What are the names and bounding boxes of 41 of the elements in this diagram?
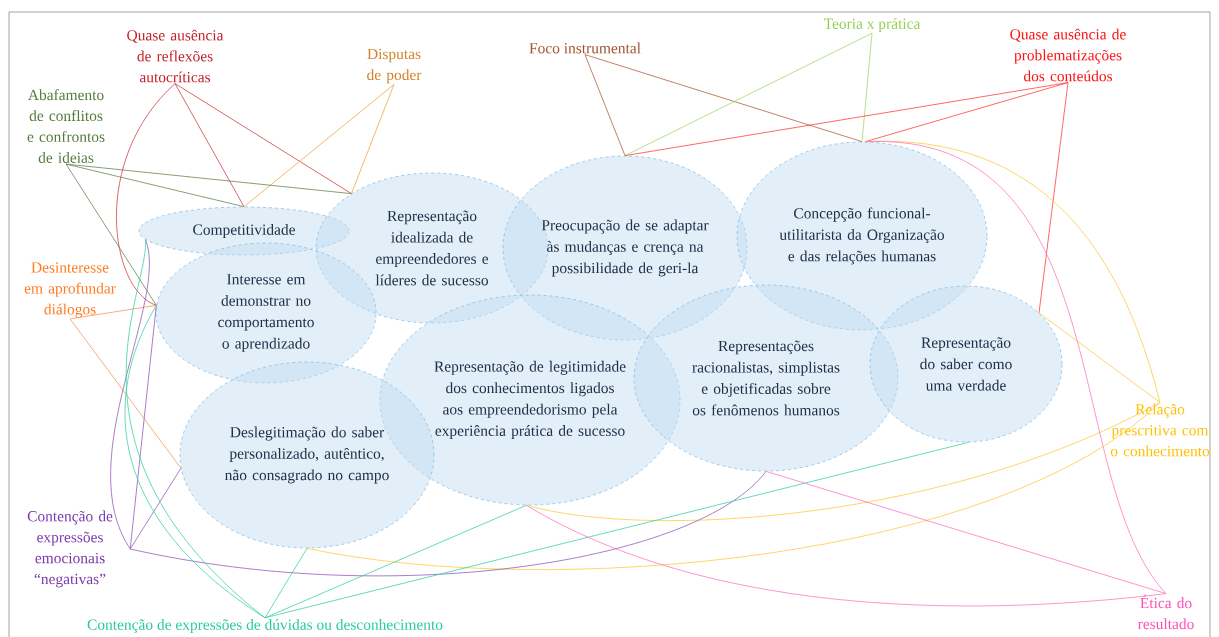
category-label: Relação prescritiva com o conhecimento <box>1110 403 1210 457</box>
connector-line <box>765 470 1167 594</box>
category-label: Quase ausência de problematizações dos conteúdos <box>1010 28 1126 82</box>
category-label: Abafamento de conflitos e confrontos de ideias <box>27 89 105 163</box>
category-label: Teoria x prática <box>823 18 921 32</box>
category-label: Contenção de expressões de dúvidas ou desconhecimento <box>87 619 443 633</box>
connector-line <box>174 83 352 195</box>
connector-line <box>584 54 863 143</box>
connector-line <box>69 318 182 469</box>
connector-line <box>351 84 395 195</box>
connector-line <box>243 84 395 208</box>
connector-line <box>624 32 873 157</box>
connector-line <box>861 32 873 143</box>
category-label: Contenção de expressões emocionais “negativas” <box>27 510 113 588</box>
connector-line <box>624 82 1069 157</box>
connector-line <box>1038 312 1161 403</box>
category-label: Desinteresse em aprofundar diálogos <box>24 262 116 318</box>
connector-line <box>864 141 1167 594</box>
connector-line <box>110 239 150 550</box>
connector-line <box>174 83 245 208</box>
connector-line <box>65 163 352 195</box>
connector-line <box>264 547 308 619</box>
connector-line <box>129 304 157 550</box>
connector-line <box>264 504 527 619</box>
connector-line <box>124 304 266 619</box>
connector-line <box>65 163 157 306</box>
connector-line <box>264 441 970 619</box>
category-label: Foco instrumental <box>529 42 641 54</box>
category-label: Disputas de poder <box>367 48 422 84</box>
category-label: Ética do resultado <box>1138 594 1194 630</box>
connector-line <box>129 470 767 577</box>
connector-line <box>129 467 182 550</box>
category-label: Quase ausência de reflexões autocríticas <box>127 29 224 83</box>
connector-line <box>864 82 1069 143</box>
connector-line <box>306 402 1161 570</box>
connector-line <box>525 504 1167 607</box>
connector-line <box>1038 82 1069 314</box>
connector-line <box>116 83 176 306</box>
connector-line <box>69 304 157 320</box>
connector-line <box>525 402 1161 521</box>
connector-line <box>584 54 626 157</box>
